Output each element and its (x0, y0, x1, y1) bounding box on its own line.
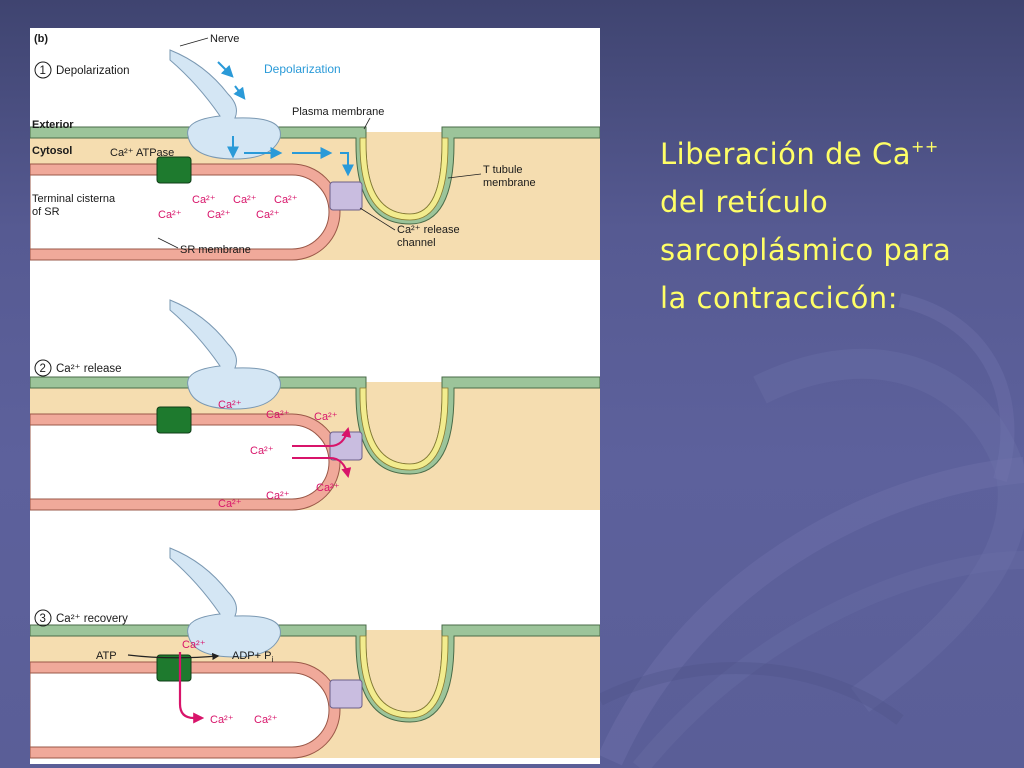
sr-membrane-label: SR membrane (180, 244, 251, 256)
nerve-label: Nerve (210, 33, 239, 45)
calcium-ion: Ca²⁺ (314, 411, 338, 423)
t-tubule-leader-line (447, 173, 482, 179)
panel-depolarization: 1 Depolarization Nerve Depolarization Pl… (30, 33, 600, 261)
step-3-circle (34, 609, 52, 627)
step-1-circle (34, 61, 52, 79)
step-3-label: Ca²⁺ recovery (56, 613, 128, 625)
t-tubule-label-line2: membrane (483, 177, 536, 189)
calcium-ion: Ca²⁺ (254, 714, 278, 726)
depolarization-label: Depolarization (264, 62, 341, 76)
panel-calcium-release: 2 Ca²⁺ release Ca²⁺ Ca²⁺ Ca²⁺ Ca²⁺ Ca²⁺ … (30, 299, 600, 511)
atp-label: ATP (96, 650, 117, 662)
step-1-number: 1 (40, 65, 46, 77)
atp-hydrolysis-arrow (127, 652, 220, 661)
calcium-ion: Ca²⁺ (192, 194, 216, 206)
calcium-ion: Ca²⁺ (218, 498, 242, 510)
step-2-circle (34, 359, 52, 377)
caption-line-2: del retículo (660, 185, 829, 219)
calcium-ion: Ca²⁺ (158, 209, 182, 221)
calcium-release-arrow (292, 457, 352, 478)
panel-calcium-recovery: 3 Ca²⁺ recovery ATP ADP+ Pi Ca²⁺ Ca²⁺ Ca… (30, 547, 600, 759)
slide-caption: Liberación de Ca++ del retículo sarcoplá… (660, 130, 1010, 322)
calcium-ion: Ca²⁺ (233, 194, 257, 206)
depolarization-arrow (217, 61, 234, 78)
calcium-ion: Ca²⁺ (207, 209, 231, 221)
calcium-ion: Ca²⁺ (210, 714, 234, 726)
calcium-release-arrow (292, 427, 352, 447)
calcium-ion: Ca²⁺ (266, 409, 290, 421)
step-3-number: 3 (40, 613, 46, 625)
calcium-ion: Ca²⁺ (316, 482, 340, 494)
calcium-recovery-arrow (178, 652, 205, 724)
calcium-ion: Ca²⁺ (250, 445, 274, 457)
panel-letter: (b) (34, 33, 48, 45)
terminal-cisterna-label: Terminal cisterna (32, 193, 116, 205)
calcium-ion: Ca²⁺ (182, 639, 206, 651)
step-2-label: Ca²⁺ release (56, 363, 122, 375)
calcium-ion: Ca²⁺ (274, 194, 298, 206)
release-channel-leader-line (359, 207, 396, 231)
atpase-label: Ca²⁺ ATPase (110, 147, 174, 159)
depolarization-arrow (233, 85, 246, 100)
caption-line-4: la contraccicón: (660, 281, 898, 315)
caption-line-1: Liberación de Ca++ (660, 137, 939, 171)
nerve-leader-line (179, 37, 209, 47)
release-channel-label: Ca²⁺ release (397, 224, 460, 236)
t-tubule-label: T tubule (483, 164, 523, 176)
release-channel-label-line2: channel (397, 237, 436, 249)
calcium-ion: Ca²⁺ (266, 490, 290, 502)
calcium-ion: Ca²⁺ (218, 399, 242, 411)
plasma-membrane-label: Plasma membrane (292, 106, 384, 118)
step-2-number: 2 (40, 363, 46, 375)
exterior-label: Exterior (32, 119, 74, 131)
caption-line-3: sarcoplásmico para (660, 233, 952, 267)
caption-superscript: ++ (911, 137, 939, 156)
depolarization-arrow (340, 152, 354, 177)
calcium-ion: Ca²⁺ (256, 209, 280, 221)
sr-calcium-release-figure: (b) 1 Depolarization Nerve Depolarizatio… (30, 28, 600, 764)
step-1-label: Depolarization (56, 65, 130, 77)
cytosol-label: Cytosol (32, 145, 72, 157)
adp-label: ADP+ Pi (232, 650, 273, 664)
plasma-membrane-leader-line (363, 117, 371, 130)
terminal-cisterna-label-line2: of SR (32, 206, 60, 218)
sr-membrane-leader-line (157, 237, 179, 249)
